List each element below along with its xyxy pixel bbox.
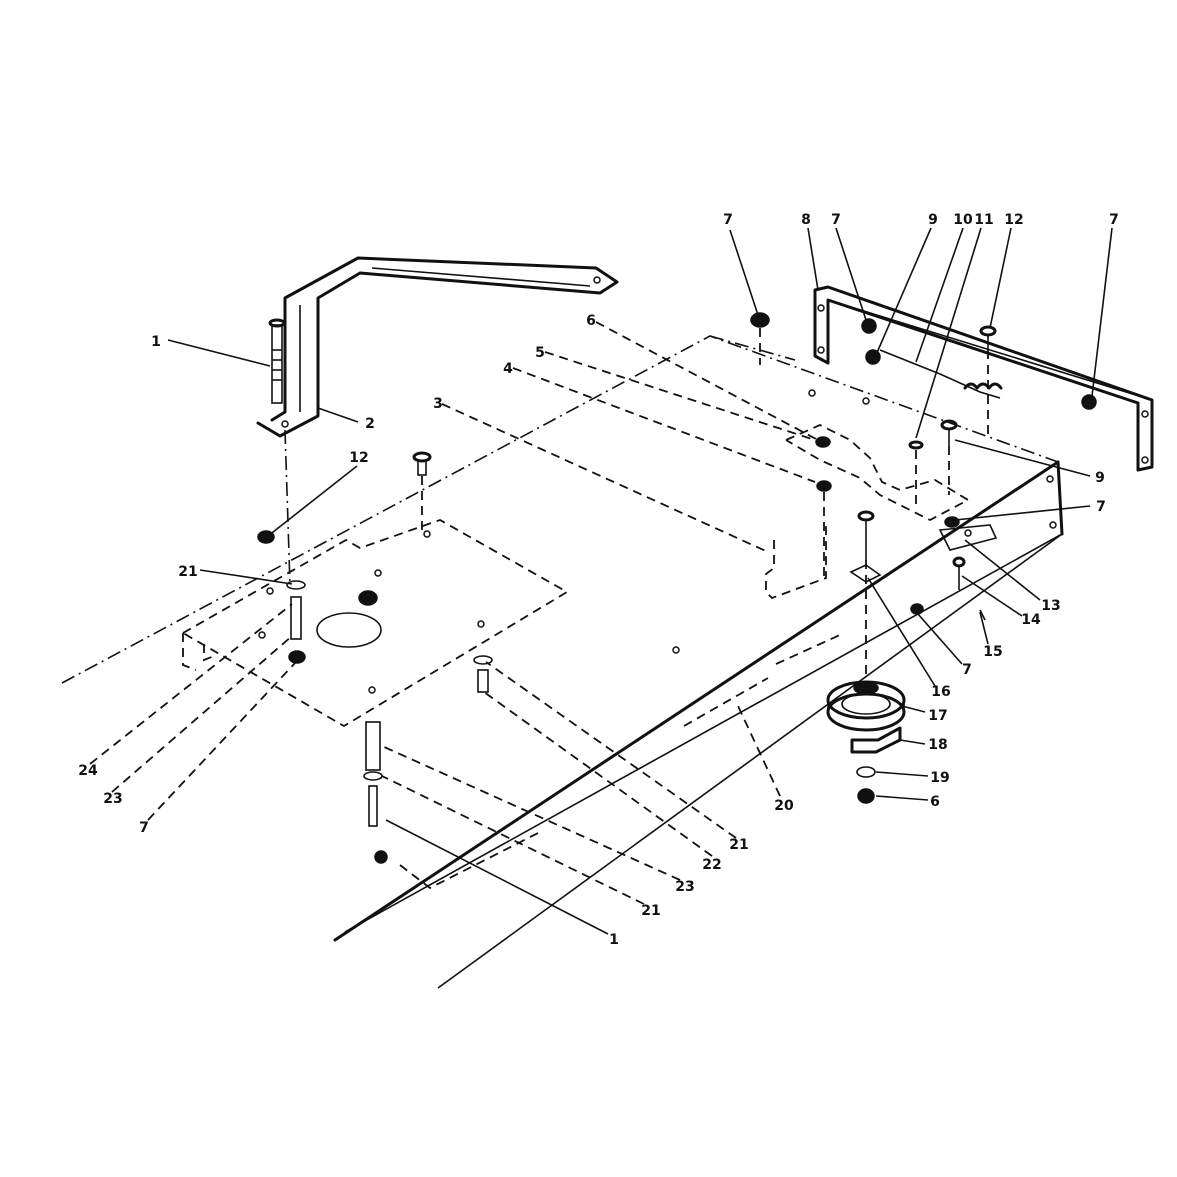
callout-7: 7 (1096, 499, 1106, 515)
left-hardware (257, 429, 541, 890)
pulley-assembly (826, 680, 906, 804)
callout-3: 3 (433, 396, 443, 412)
callout-1: 1 (609, 932, 619, 948)
leader-lines (89, 227, 1113, 935)
callout-7: 7 (723, 212, 733, 228)
callout-21: 21 (178, 564, 197, 580)
callout-23: 23 (103, 791, 122, 807)
callout-1: 1 (151, 334, 161, 350)
callout-6: 6 (930, 794, 940, 810)
bracket-part-2 (256, 256, 619, 438)
callouts: 1 2 3 4 5 6 7 8 7 9 10 11 12 7 12 9 7 13… (78, 212, 1119, 948)
callout-14: 14 (1021, 612, 1041, 628)
callout-5: 5 (535, 345, 545, 361)
callout-4: 4 (503, 361, 513, 377)
callout-9: 9 (1095, 470, 1105, 486)
callout-12: 12 (349, 450, 368, 466)
callout-18: 18 (928, 737, 947, 753)
callout-16: 16 (931, 684, 950, 700)
callout-7: 7 (139, 820, 149, 836)
callout-7: 7 (962, 662, 972, 678)
callout-13: 13 (1041, 598, 1060, 614)
callout-10: 10 (953, 212, 973, 228)
callout-6: 6 (586, 313, 596, 329)
callout-17: 17 (928, 708, 947, 724)
spring-part-10 (879, 349, 1003, 399)
callout-11: 11 (974, 212, 993, 228)
callout-8: 8 (801, 212, 811, 228)
callout-7: 7 (831, 212, 841, 228)
callout-24: 24 (78, 763, 98, 779)
left-mount-plate (182, 519, 569, 728)
callout-12: 12 (1004, 212, 1023, 228)
rear-plate-part-8 (813, 285, 1154, 472)
callout-22: 22 (702, 857, 721, 873)
deck-outline (61, 335, 1064, 989)
callout-21: 21 (641, 903, 660, 919)
callout-19: 19 (930, 770, 949, 786)
small-hardware (683, 312, 998, 727)
callout-23: 23 (675, 879, 694, 895)
callout-2: 2 (365, 416, 375, 432)
callout-15: 15 (983, 644, 1002, 660)
bolt-part-1-upper (268, 318, 286, 404)
callout-7: 7 (1109, 212, 1119, 228)
callout-20: 20 (774, 798, 794, 814)
callout-9: 9 (928, 212, 938, 228)
callout-21: 21 (729, 837, 748, 853)
